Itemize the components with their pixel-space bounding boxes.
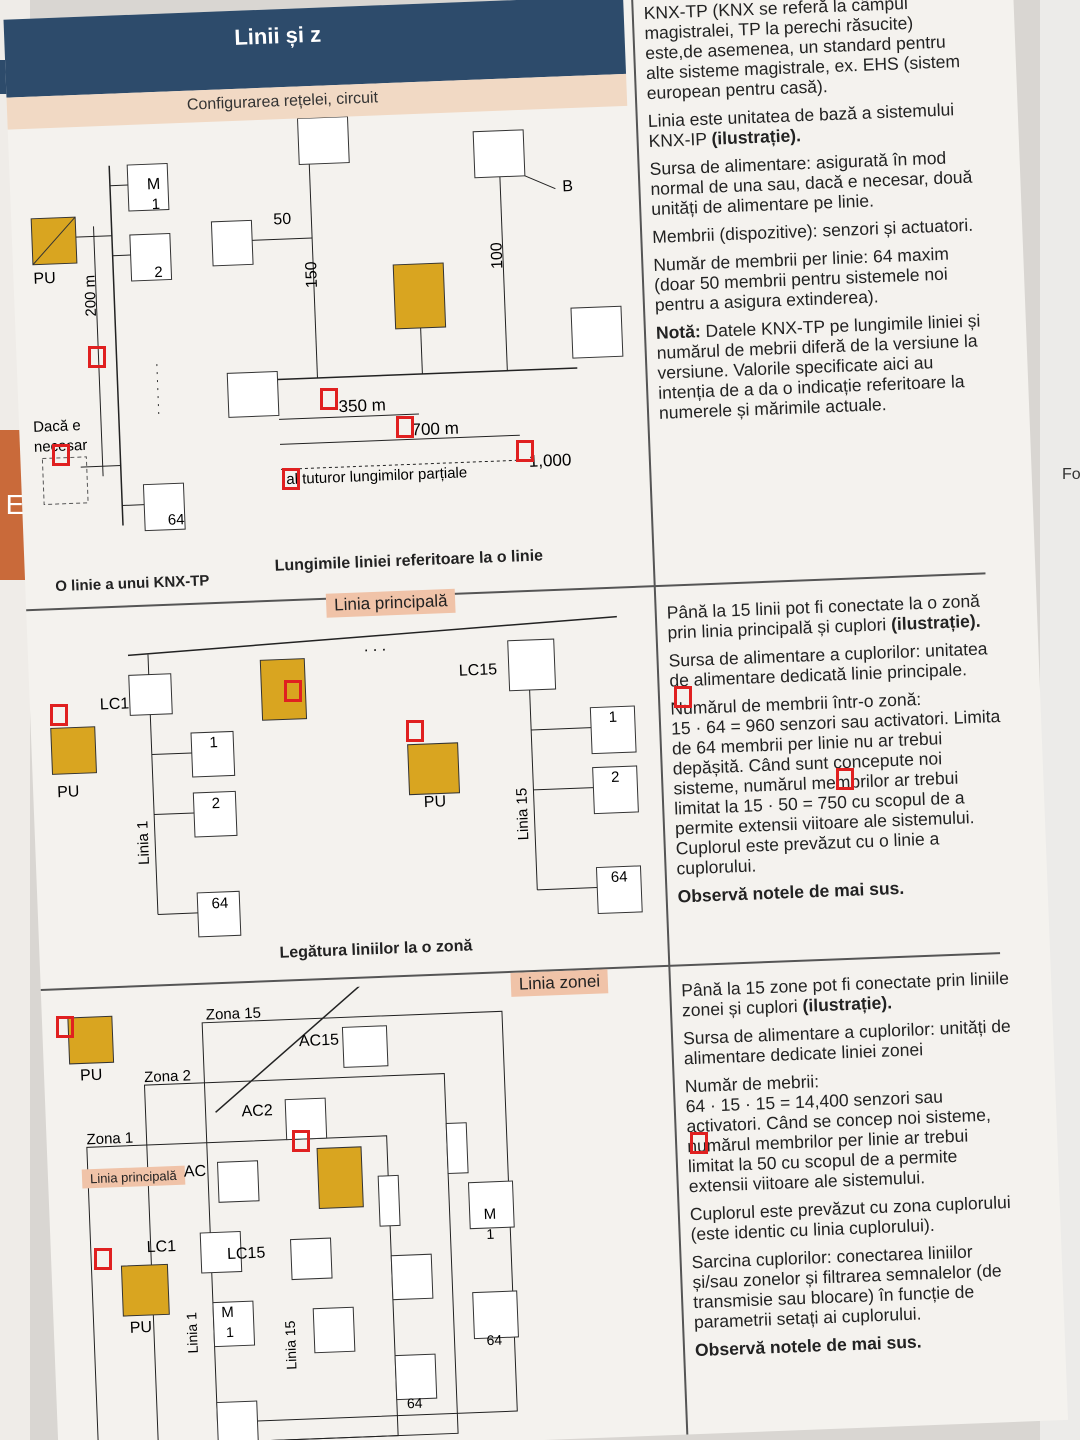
para-sarcina: Sarcina cuplorilor: conectarea liniilor … — [691, 1241, 1002, 1333]
m-label-4: M — [220, 1303, 235, 1322]
para-membrii: Membrii (dispozitive): senzori și actuat… — [651, 214, 974, 247]
area-diagram-3 — [67, 975, 519, 1440]
section1-text: KNX-TP (KNX se referă la câmpul magistra… — [643, 0, 989, 431]
para-sursa: Sursa de alimentare: asigurată în mod no… — [649, 147, 973, 219]
m64-label: 64 — [167, 511, 185, 529]
m1-label-4: 1 — [225, 1323, 235, 1341]
m1-label-5: 1 — [486, 1225, 495, 1243]
tag-linia-principala-2: Linia principală — [81, 1165, 186, 1189]
ac2-label: AC2 — [241, 1102, 274, 1121]
lc1-label: LC1 — [99, 695, 130, 714]
tag-linia-zonei: Linia zonei — [510, 969, 609, 997]
highlight-marker[interactable] — [396, 416, 414, 438]
pu-block-3 — [50, 726, 97, 775]
m64-label-3: 64 — [610, 868, 628, 887]
highlight-marker[interactable] — [292, 1130, 310, 1152]
m2-label: 2 — [153, 263, 163, 282]
dist-150-label: 150 — [303, 261, 322, 289]
ac15-label: AC15 — [298, 1031, 340, 1051]
lc15-label-2: LC15 — [226, 1244, 266, 1264]
tag-linia-principala: Linia principală — [325, 588, 457, 618]
pu-block-8 — [120, 1263, 170, 1317]
lc15-label: LC15 — [458, 661, 498, 680]
pu-label-5: PU — [129, 1318, 153, 1337]
para-cuplor-zona: Cuplorul este prevăzut cu zona cuplorulu… — [689, 1191, 1012, 1245]
para-knx-tp: KNX-TP (KNX se referă la câmpul magistra… — [643, 0, 961, 104]
highlight-marker[interactable] — [50, 704, 68, 726]
highlight-marker[interactable] — [52, 444, 70, 466]
dist-350-label: 350 m — [338, 395, 387, 417]
pu-block-6 — [67, 1015, 115, 1065]
dist-100-label: 100 — [488, 241, 507, 270]
section-subtitle: Configurarea rețelei, circuit — [186, 89, 379, 114]
para-sursa-cuplori: Sursa de alimentare a cuplorilor: unitat… — [668, 638, 988, 691]
pu-label-2: PU — [56, 783, 80, 802]
m1-label-3: 1 — [608, 708, 618, 726]
ac-label: AC — [183, 1162, 207, 1181]
linia15-label-2: Linia 15 — [281, 1320, 300, 1370]
m2-label-2: 2 — [211, 794, 221, 813]
linia1-label-2: Linia 1 — [183, 1311, 201, 1354]
zone-diagram-2 — [50, 615, 643, 938]
dist-1000-label: 1,000 — [528, 450, 572, 471]
zona15-label: Zona 15 — [205, 1004, 262, 1024]
para-sursa-zona: Sursa de alimentare a cuplorilor: unităț… — [682, 1015, 1012, 1069]
highlight-marker[interactable] — [406, 720, 424, 742]
section3-text: Până la 15 zone pot fi conectate prin li… — [681, 968, 1026, 1368]
para-observa-3: Observă notele de mai sus. — [694, 1331, 922, 1361]
m-label: M — [146, 175, 161, 194]
pu-label-4: PU — [79, 1066, 103, 1085]
para-numar-total: Număr de mebrii:64 · 15 · 15 = 14,400 se… — [684, 1071, 992, 1197]
m1-label-2: 1 — [209, 734, 219, 752]
m64-label-4: 64 — [486, 1331, 503, 1349]
highlight-marker[interactable] — [674, 686, 692, 708]
right-page-fragment: Fo — [1062, 466, 1080, 483]
daca-label: Dacă e — [32, 417, 81, 436]
para-numar: Număr de membrii per linie: 64 maxim (do… — [653, 243, 950, 315]
line-diagram-1 — [30, 116, 624, 532]
pu-block-4 — [259, 658, 308, 721]
pu-block-optional — [41, 456, 89, 506]
bus-b-label: B — [562, 177, 574, 196]
para-zone: Până la 15 zone pot fi conectate prin li… — [680, 967, 1010, 1021]
para-linia: Linia este unitatea de bază a sistemului… — [647, 99, 955, 152]
zona1-label: Zona 1 — [86, 1129, 134, 1149]
m-label-5: M — [483, 1205, 497, 1224]
highlight-marker[interactable] — [690, 1132, 708, 1154]
book-sheet: Linii și z Configurarea rețelei, circuit — [3, 0, 1069, 1440]
m1-label: 1 — [151, 195, 161, 214]
highlight-marker[interactable] — [320, 388, 338, 410]
pu-block-5 — [407, 742, 461, 796]
highlight-marker[interactable] — [282, 468, 300, 490]
m2-label-3: 2 — [610, 768, 620, 786]
dist-700-label: 700 m — [411, 418, 460, 440]
highlight-marker[interactable] — [516, 440, 534, 462]
para-observa-2: Observă notele de mai sus. — [677, 877, 905, 907]
highlight-marker[interactable] — [56, 1016, 74, 1038]
highlight-marker[interactable] — [94, 1248, 112, 1270]
dist-50-label: 50 — [273, 210, 292, 229]
m64-label-5: 64 — [406, 1394, 423, 1412]
len-200-label: 200 m — [81, 274, 100, 317]
pu-block-7 — [316, 1146, 364, 1209]
zona2-label: Zona 2 — [143, 1067, 192, 1087]
linia15-label: Linia 15 — [513, 787, 533, 841]
section2-text: Până la 15 linii pot fi conectate la o z… — [666, 590, 1008, 914]
pu-label-3: PU — [423, 793, 447, 812]
m64-label-2: 64 — [211, 894, 229, 913]
chapter-title: Linii și z — [233, 21, 322, 50]
para-nota: Notă: Datele KNX-TP pe lungimile liniei … — [655, 310, 981, 423]
highlight-marker[interactable] — [88, 346, 106, 368]
highlight-marker[interactable] — [836, 768, 854, 790]
linia1-label: Linia 1 — [134, 820, 154, 866]
dots-label: . . . — [363, 637, 387, 656]
para-linii-zona: Până la 15 linii pot fi conectate la o z… — [666, 590, 981, 643]
lc1-label-2: LC1 — [146, 1237, 177, 1257]
highlight-marker[interactable] — [284, 680, 302, 702]
pu-label: PU — [33, 269, 57, 288]
pu-block-2 — [392, 262, 447, 330]
